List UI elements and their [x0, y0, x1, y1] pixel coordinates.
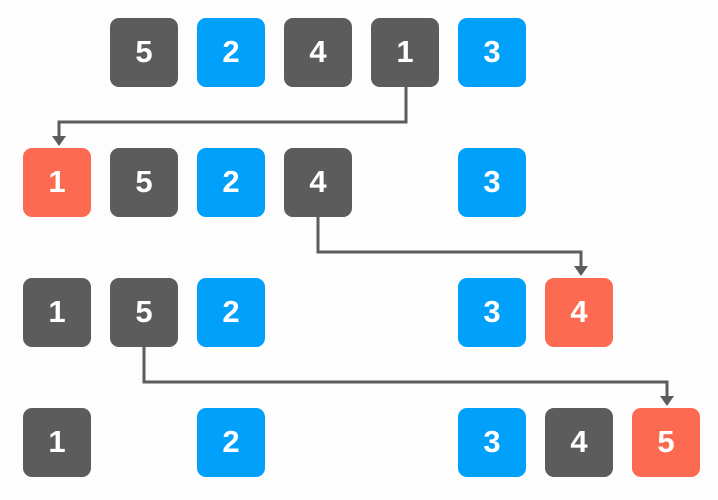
array-cell-value: 2 [222, 34, 240, 69]
array-cell[interactable]: 2 [197, 408, 265, 477]
array-cell[interactable]: 2 [197, 278, 265, 347]
array-cell[interactable]: 1 [23, 408, 91, 477]
array-cell-value: 3 [483, 424, 501, 459]
array-cell[interactable]: 3 [458, 408, 526, 477]
array-cell-value: 2 [222, 424, 240, 459]
array-cell[interactable]: 2 [197, 18, 265, 87]
array-cell-value: 5 [135, 34, 153, 69]
array-cell-value: 5 [135, 294, 153, 329]
array-cell-value: 5 [135, 164, 153, 199]
array-cell[interactable]: 3 [458, 18, 526, 87]
array-cell[interactable]: 5 [110, 18, 178, 87]
array-cell-value: 1 [396, 34, 414, 69]
array-cell[interactable]: 3 [458, 278, 526, 347]
array-cell-value: 3 [483, 294, 501, 329]
array-cell-value: 3 [483, 164, 501, 199]
array-cell-value: 4 [570, 294, 588, 329]
array-cell[interactable]: 2 [197, 148, 265, 217]
array-cell-value: 2 [222, 164, 240, 199]
array-cell[interactable]: 5 [632, 408, 700, 477]
array-cell-value: 4 [570, 424, 588, 459]
array-cell[interactable]: 1 [371, 18, 439, 87]
array-cell-value: 1 [48, 424, 66, 459]
array-cell[interactable]: 5 [110, 148, 178, 217]
array-cell[interactable]: 3 [458, 148, 526, 217]
array-cell-value: 4 [309, 164, 327, 199]
array-cell[interactable]: 4 [284, 18, 352, 87]
array-cell[interactable]: 1 [23, 278, 91, 347]
array-cell-value: 5 [657, 424, 675, 459]
array-cell-value: 1 [48, 294, 66, 329]
array-cell[interactable]: 4 [545, 278, 613, 347]
array-cell-value: 2 [222, 294, 240, 329]
array-cell[interactable]: 4 [284, 148, 352, 217]
array-cell[interactable]: 5 [110, 278, 178, 347]
array-cell[interactable]: 4 [545, 408, 613, 477]
array-cell-value: 1 [48, 164, 66, 199]
array-cell[interactable]: 1 [23, 148, 91, 217]
array-cell-value: 4 [309, 34, 327, 69]
array-cell-value: 3 [483, 34, 501, 69]
